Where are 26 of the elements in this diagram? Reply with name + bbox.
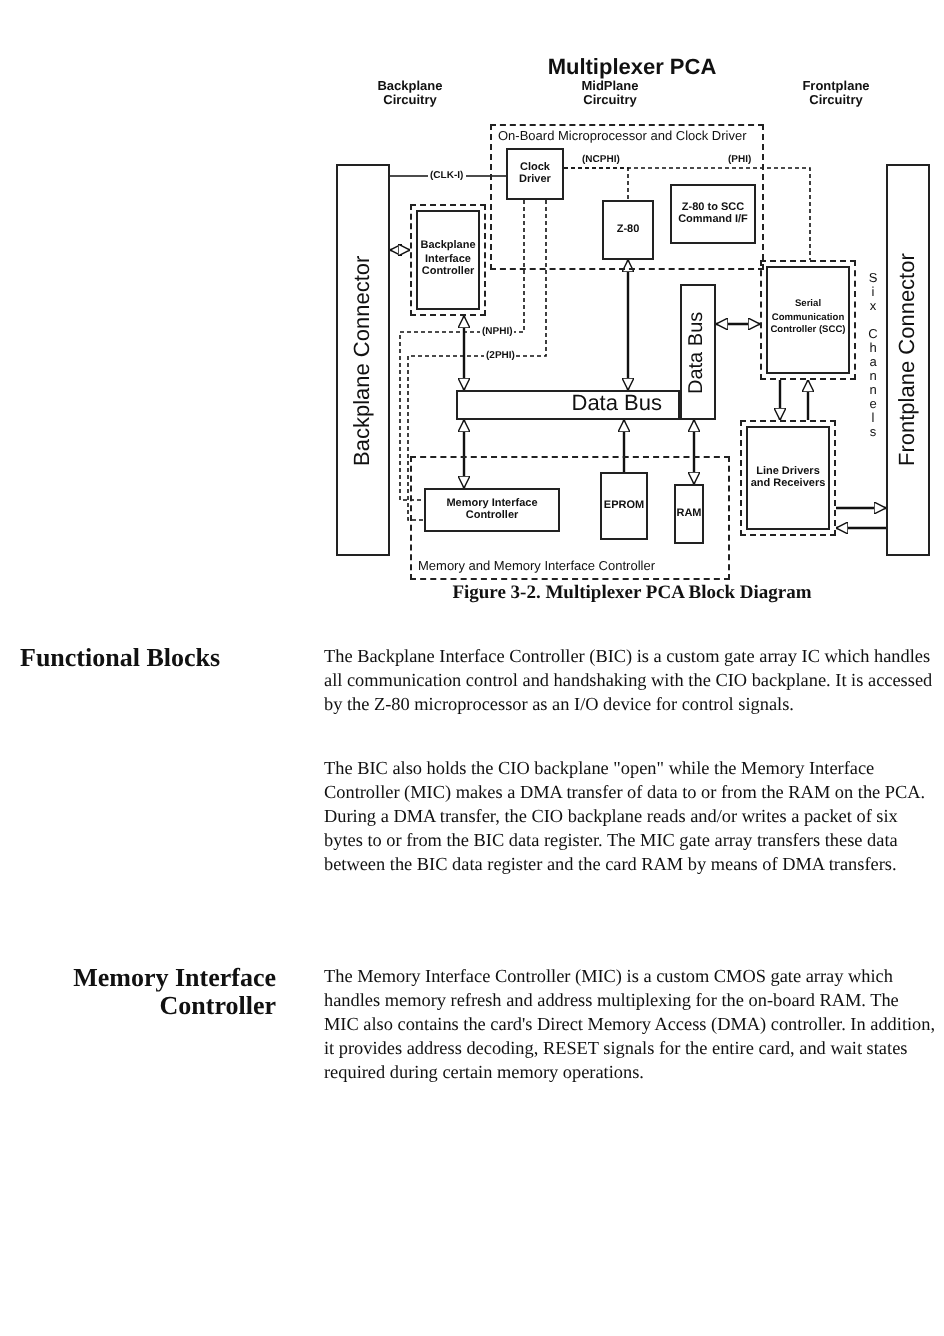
dashed-group — [410, 456, 730, 580]
signal-line — [399, 199, 525, 501]
body-paragraph: The Backplane Interface Controller (BIC) is a custom gate array IC which handles all communication control and handshaking with the CIO backplane. It is accessed by the Z-80 microprocessor as an I/O device for control signals. — [324, 644, 935, 716]
figure-caption: Figure 3-2. Multiplexer PCA Block Diagram — [450, 584, 814, 604]
section-heading: Memory Interface Controller — [71, 964, 276, 1020]
arrow — [715, 317, 761, 331]
arrow — [621, 259, 635, 391]
body-paragraph: The Memory Interface Controller (MIC) is a custom CMOS gate array which handles memory refresh and address multiplexing for the on-board RAM. The MIC also contains the card's Direct Memory Access (DMA) controller. In addition, it provides address decoding, RESET signals for the entire card, and wait states required during certain memory operations. — [324, 964, 936, 1084]
arrow — [389, 243, 411, 257]
arrow — [801, 379, 815, 420]
arrow — [836, 501, 887, 515]
arrow — [687, 419, 701, 485]
body-paragraph: The BIC also holds the CIO backplane "open" while the Memory Interface Controller (MIC) makes a DMA transfer of data to or from the RAM on the PCA. During a DMA transfer, the CIO backplane reads and/or writes a packet of six bytes to or from the BIC data register. The MIC gate array transfers these data between the BIC data register and the card RAM by means of DMA transfers. — [324, 756, 928, 876]
diagram-title: Multiplexer PCA — [545, 56, 719, 80]
arrow — [457, 419, 471, 489]
signal-line — [563, 167, 811, 261]
arrow — [617, 419, 631, 472]
arrow — [835, 521, 886, 535]
bus-band: Data Bus — [456, 390, 680, 420]
section-heading: Functional Blocks — [20, 644, 223, 672]
connector-block: Frontplane Connector — [886, 164, 930, 556]
connector-block: Backplane Connector — [336, 164, 390, 556]
arrow — [773, 380, 787, 421]
bus-band: Data Bus — [680, 284, 716, 420]
arrow — [457, 315, 471, 391]
signal-line — [407, 199, 547, 521]
